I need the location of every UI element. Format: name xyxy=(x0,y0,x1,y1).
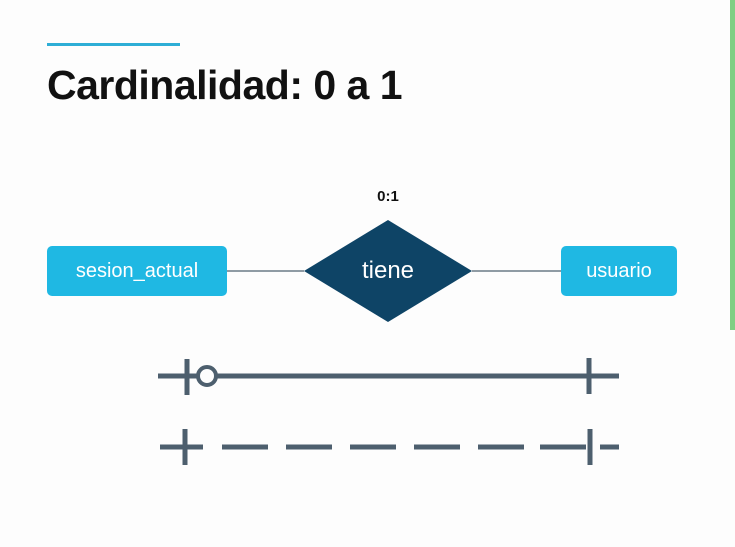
entity-label: sesion_actual xyxy=(75,259,199,282)
slide-title: Cardinalidad: 0 a 1 xyxy=(47,62,403,108)
notation-zero-or-one xyxy=(158,358,619,395)
relationship-label: tiene xyxy=(361,257,415,284)
notation-dashed xyxy=(160,429,619,465)
crow-circle xyxy=(196,365,218,387)
entity-usuario: usuario xyxy=(561,246,677,296)
window-edge-strip xyxy=(730,0,735,330)
entity-label: usuario xyxy=(586,259,652,282)
entity-sesion-actual: sesion_actual xyxy=(47,246,227,296)
relationship-diamond xyxy=(304,220,472,322)
title-accent-line xyxy=(47,43,180,46)
cardinality-label: 0:1 xyxy=(377,188,399,205)
